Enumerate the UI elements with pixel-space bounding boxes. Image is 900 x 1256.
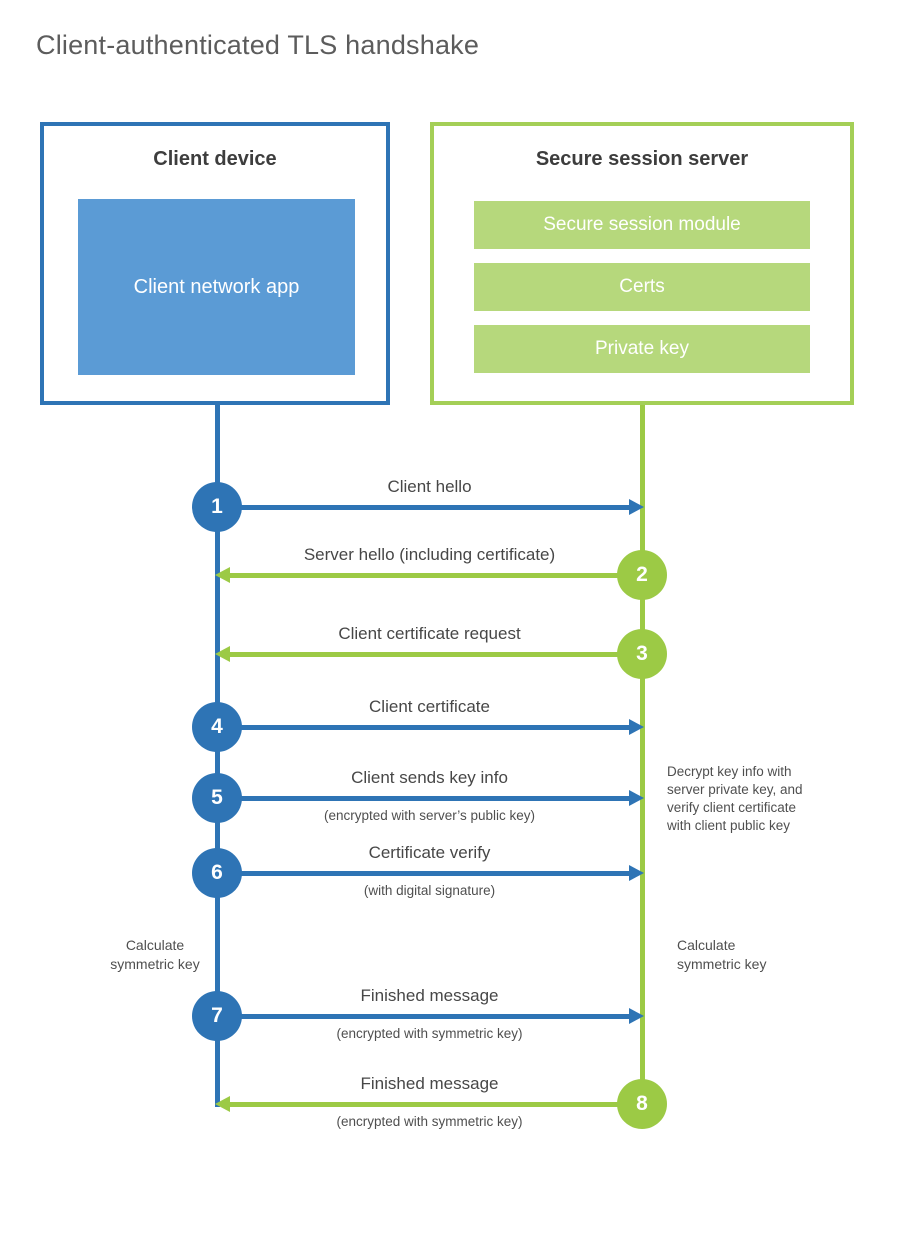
secure-session-server-box: Secure session server Secure session mod…	[430, 122, 854, 405]
step-number-badge: 6	[192, 848, 242, 898]
client-device-box: Client device Client network app	[40, 122, 390, 405]
client-lifeline	[215, 405, 220, 1107]
arrow-left-icon	[215, 567, 230, 583]
page-title: Client-authenticated TLS handshake	[36, 30, 480, 60]
arrow-shaft	[230, 1102, 642, 1107]
step-sublabel: (encrypted with symmetric key)	[336, 1114, 523, 1129]
arrow-shaft	[217, 871, 629, 876]
server-module-secure-session: Secure session module	[474, 201, 810, 249]
arrow-left-icon	[215, 646, 230, 662]
step-label: Client sends key info	[351, 768, 508, 787]
step-sublabel: (encrypted with server’s public key)	[323, 808, 536, 823]
arrow-right-icon	[629, 1008, 644, 1024]
arrow-shaft	[217, 725, 629, 730]
client-network-app-box: Client network app	[78, 199, 355, 375]
arrow-right-icon	[629, 499, 644, 515]
step-label: Client hello	[387, 477, 472, 496]
step-label: Certificate verify	[368, 843, 491, 862]
step-number-badge: 5	[192, 773, 242, 823]
step-label: Server hello (including certificate)	[303, 545, 556, 564]
arrow-shaft	[217, 796, 629, 801]
arrow-right-icon	[629, 719, 644, 735]
client-device-title: Client device	[153, 148, 277, 170]
arrow-shaft	[230, 652, 642, 657]
server-title: Secure session server	[535, 148, 749, 170]
server-module-certs: Certs	[474, 263, 810, 311]
calculate-symmetric-key-client: Calculate symmetric key	[110, 937, 200, 972]
step-number-badge: 3	[617, 629, 667, 679]
step-number-badge: 1	[192, 482, 242, 532]
step-sublabel: (with digital signature)	[363, 883, 496, 898]
arrow-left-icon	[215, 1096, 230, 1112]
server-module-private-key: Private key	[474, 325, 810, 373]
decrypt-key-info-note: Decrypt key info with server private key…	[667, 764, 803, 833]
arrow-right-icon	[629, 865, 644, 881]
calculate-symmetric-key-server: Calculate symmetric key	[677, 937, 767, 972]
step-number-badge: 7	[192, 991, 242, 1041]
step-number-badge: 8	[617, 1079, 667, 1129]
step-number-badge: 2	[617, 550, 667, 600]
step-label: Finished message	[360, 986, 499, 1005]
arrow-shaft	[217, 1014, 629, 1019]
step-label: Finished message	[360, 1074, 499, 1093]
server-lifeline	[640, 405, 645, 1117]
arrow-shaft	[217, 505, 629, 510]
arrow-shaft	[230, 573, 642, 578]
step-label: Client certificate request	[338, 624, 521, 643]
arrow-right-icon	[629, 790, 644, 806]
step-number-badge: 4	[192, 702, 242, 752]
step-label: Client certificate	[369, 697, 490, 716]
step-sublabel: (encrypted with symmetric key)	[336, 1026, 523, 1041]
